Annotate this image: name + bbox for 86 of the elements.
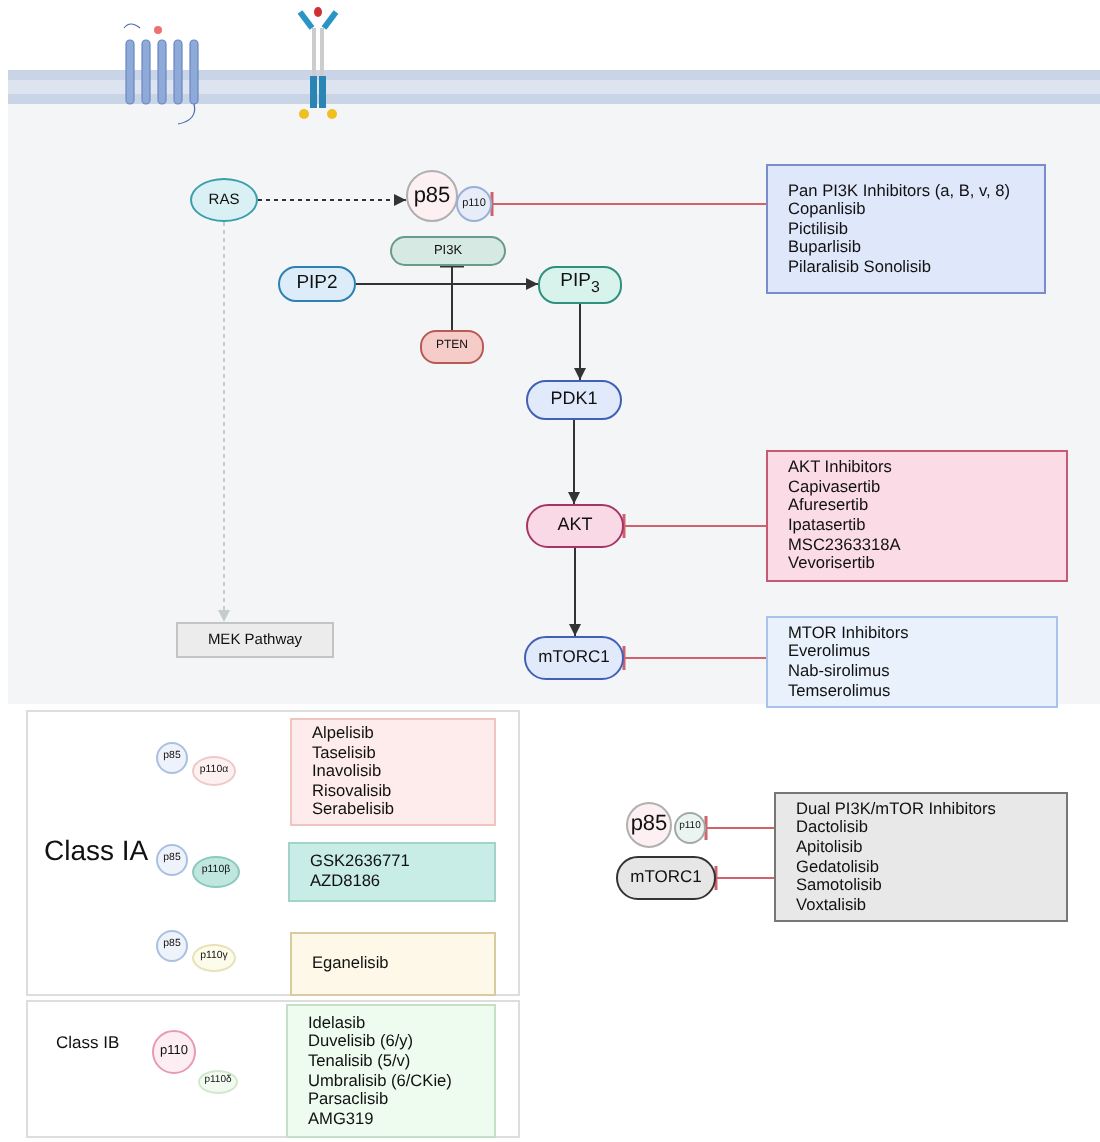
drug-name: Tenalisib (5/v) <box>308 1051 411 1071</box>
drug-name: Afuresertib <box>788 496 869 516</box>
drug-name: Risovalisib <box>312 781 392 801</box>
node-label: mTORC1 <box>538 648 610 668</box>
drug-name: Parsaclisib <box>308 1090 389 1110</box>
drug-list-box <box>290 932 496 996</box>
inhibition-line <box>622 644 767 672</box>
protein-pill <box>526 504 624 548</box>
molecule-pill <box>538 266 622 304</box>
drug-name: AMG319 <box>308 1109 374 1129</box>
subunit-circle <box>156 844 188 876</box>
drug-name: Capivasertib <box>788 477 881 497</box>
arrow <box>257 194 407 206</box>
node-label: PIP2 <box>296 273 338 295</box>
drug-name: Taselisib <box>312 743 376 763</box>
drug-name: Eganelisib <box>312 954 389 974</box>
drug-name: Gedatolisib <box>796 857 880 877</box>
class-panel <box>26 1000 520 1138</box>
drug-name: Duvelisib (6/y) <box>308 1032 414 1052</box>
molecule-pill <box>278 266 356 302</box>
subunit-ellipse <box>192 944 236 972</box>
subunit-circle <box>152 1030 196 1074</box>
node-label: PDK1 <box>550 390 598 410</box>
drug-list-box <box>766 450 1068 582</box>
list-heading: AKT Inhibitors <box>788 458 892 478</box>
drug-name: Copanlisib <box>788 200 866 220</box>
arrow <box>355 278 539 290</box>
drug-name: Inavolisib <box>312 762 382 782</box>
drug-name: Umbralisib (6/CKie) <box>308 1071 452 1091</box>
drug-name: Idelasib <box>308 1013 366 1033</box>
class-panel <box>26 710 520 996</box>
arrow <box>568 419 580 505</box>
inhibition-line <box>490 190 767 218</box>
drug-name: Serabelisib <box>312 800 395 820</box>
enzyme-pill <box>420 330 484 364</box>
drug-name: Nab-sirolimus <box>788 662 890 682</box>
subunit-ellipse <box>192 856 240 888</box>
drug-name: Buparlisib <box>788 238 861 258</box>
drug-list-box <box>290 718 496 826</box>
subunit-circle <box>626 802 672 848</box>
class-heading: Class IB <box>56 1034 120 1053</box>
inhibition-line <box>714 864 775 892</box>
protein-pill <box>526 380 622 420</box>
arrow <box>574 303 586 381</box>
subunit-circle <box>156 930 188 962</box>
drug-name: Voxtalisib <box>796 895 867 915</box>
drug-name: Dactolisib <box>796 818 868 838</box>
enzyme-pill <box>390 236 506 266</box>
drug-list-box <box>774 792 1068 922</box>
list-heading: Pan PI3K Inhibitors (a, B, v, 8) <box>788 181 1010 201</box>
pathway-box <box>176 622 334 658</box>
node-label: PIP$_{3}$ <box>560 272 600 298</box>
inhibition-line <box>704 814 775 842</box>
arrow <box>569 547 581 637</box>
inhibition-line <box>438 264 466 331</box>
class-heading: Class IA <box>44 836 149 867</box>
inhibition-line <box>622 512 767 540</box>
node-label: p85 <box>413 183 451 209</box>
drug-name: Apitolisib <box>796 837 863 857</box>
drug-name: Pilaralisib Sonolisib <box>788 257 931 277</box>
subunit-circle <box>674 812 706 844</box>
drug-list-box <box>288 842 496 902</box>
drug-name: GSK2636771 <box>310 852 410 872</box>
drug-name: Ipatasertib <box>788 516 866 536</box>
drug-name: Alpelisib <box>312 724 374 744</box>
drug-name: Pictilisib <box>788 219 848 239</box>
node-label: mTORC1 <box>630 868 702 888</box>
subunit-ellipse <box>192 756 236 786</box>
protein-pill <box>616 856 716 900</box>
drug-name: MSC2363318A <box>788 535 901 555</box>
drug-list-box <box>766 616 1058 708</box>
drug-name: Temserolimus <box>788 681 891 701</box>
drug-name: AZD8186 <box>310 872 381 892</box>
protein-pill <box>524 636 624 680</box>
arrow <box>218 221 230 623</box>
subunit-circle <box>156 742 188 774</box>
list-heading: Dual PI3K/mTOR Inhibitors <box>796 799 996 819</box>
drug-name: Everolimus <box>788 642 871 662</box>
drug-name: Samotolisib <box>796 876 882 896</box>
node-label: AKT <box>557 516 593 536</box>
list-heading: MTOR Inhibitors <box>788 623 909 643</box>
drug-name: Vevorisertib <box>788 554 875 574</box>
node-label: p85 <box>630 812 668 838</box>
subunit-ellipse <box>198 1070 238 1094</box>
drug-list-box <box>286 1004 496 1138</box>
drug-list-box <box>766 164 1046 294</box>
